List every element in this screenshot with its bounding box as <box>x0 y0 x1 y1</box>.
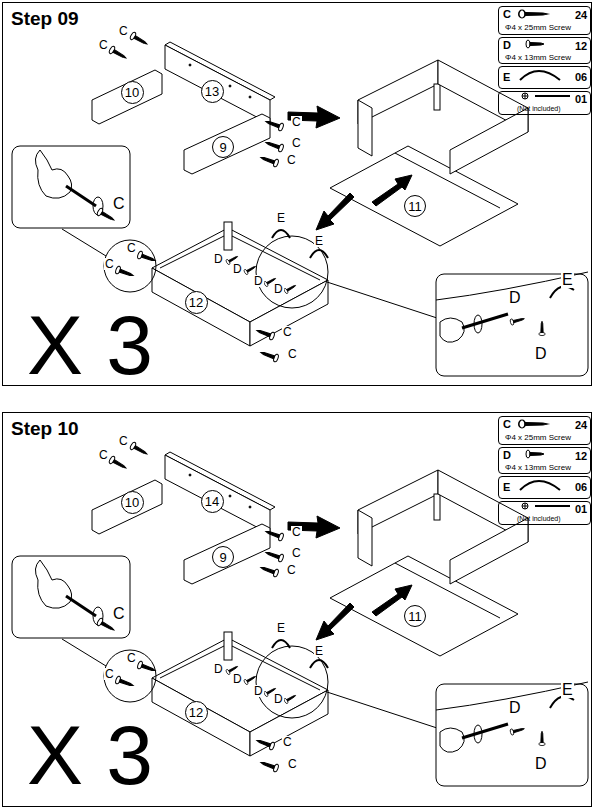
legend-text: E <box>503 482 510 493</box>
callout-number: 12 <box>189 296 203 309</box>
parts-legend-box: E 06 <box>498 66 591 89</box>
part-letter: C <box>287 348 298 360</box>
callout-number: 10 <box>125 496 139 509</box>
part-letter: D <box>213 253 224 265</box>
legend-text: 01 <box>575 94 587 105</box>
part-letter: C <box>291 137 302 149</box>
part-letter: D <box>508 290 522 306</box>
part-callout: 12 <box>185 291 208 314</box>
part-letter: E <box>314 645 324 657</box>
parts-legend-box: (Not included) 01 <box>498 501 591 525</box>
part-letter: E <box>314 235 324 247</box>
part-letter: C <box>291 547 302 559</box>
part-callout: 9 <box>212 546 234 568</box>
parts-legend-box: C Φ4 x 25mm Screw 24 <box>498 416 591 445</box>
part-callout: 12 <box>185 701 208 724</box>
callout-number: 10 <box>125 86 139 99</box>
legend-text: (Not included) <box>517 105 561 112</box>
legend-text: 06 <box>575 482 587 493</box>
callout-number: 14 <box>205 495 219 508</box>
part-letter: D <box>273 283 284 295</box>
part-callout: 10 <box>121 491 144 514</box>
step-title: Step 10 <box>11 419 79 438</box>
legend-text: Φ4 x 25mm Screw <box>505 24 571 32</box>
legend-text: Φ4 x 13mm Screw <box>505 464 571 472</box>
callout-number: 12 <box>189 706 203 719</box>
legend-text: Φ4 x 13mm Screw <box>505 54 571 62</box>
part-letter: E <box>561 272 574 288</box>
part-letter: D <box>232 673 243 685</box>
part-letter: D <box>534 346 548 362</box>
part-letter: D <box>534 756 548 772</box>
legend-text: 24 <box>575 420 587 431</box>
legend-text: D <box>503 40 511 51</box>
legend-text: 12 <box>575 451 587 462</box>
part-letter: C <box>118 25 129 37</box>
part-letter: D <box>273 693 284 705</box>
part-letter: C <box>98 39 109 51</box>
callout-number: 9 <box>219 141 226 154</box>
legend-text: Φ4 x 25mm Screw <box>505 434 571 442</box>
legend-text: C <box>503 419 511 430</box>
part-letter: D <box>213 663 224 675</box>
quantity-note: X 3 <box>26 713 154 797</box>
part-letter: E <box>561 682 574 698</box>
part-letter: D <box>253 685 264 697</box>
parts-legend-box: E 06 <box>498 476 591 499</box>
callout-number: 11 <box>408 200 422 213</box>
part-callout: 11 <box>404 605 426 627</box>
part-callout: 9 <box>212 136 234 158</box>
part-letter: C <box>126 242 137 254</box>
part-letter: C <box>98 449 109 461</box>
part-letter: C <box>112 196 126 212</box>
part-letter: C <box>286 154 297 166</box>
quantity-note: X 3 <box>26 303 154 387</box>
legend-text: C <box>503 9 511 20</box>
part-letter: C <box>126 652 137 664</box>
part-letter: D <box>232 263 243 275</box>
part-letter: C <box>282 736 293 748</box>
part-callout: 14 <box>201 490 224 513</box>
part-letter: D <box>508 700 522 716</box>
parts-legend-box: D Φ4 x 13mm Screw 12 <box>498 37 591 64</box>
part-letter: E <box>276 212 286 224</box>
part-letter: E <box>276 622 286 634</box>
part-callout: 10 <box>121 81 144 104</box>
part-callout: 11 <box>404 195 426 217</box>
part-letter: C <box>286 564 297 576</box>
legend-text: D <box>503 450 511 461</box>
parts-legend-box: D Φ4 x 13mm Screw 12 <box>498 447 591 474</box>
legend-text: 12 <box>575 41 587 52</box>
legend-text: 24 <box>575 10 587 21</box>
parts-legend-box: (Not included) 01 <box>498 91 591 115</box>
callout-number: 11 <box>408 610 422 623</box>
part-letter: C <box>118 435 129 447</box>
part-letter: C <box>282 326 293 338</box>
part-letter: C <box>291 526 302 538</box>
legend-text: 06 <box>575 72 587 83</box>
legend-text: 01 <box>575 504 587 515</box>
part-letter: C <box>291 116 302 128</box>
step-title: Step 09 <box>11 9 79 28</box>
part-letter: C <box>112 606 126 622</box>
callout-number: 13 <box>205 85 219 98</box>
parts-legend-box: C Φ4 x 25mm Screw 24 <box>498 6 591 35</box>
legend-text: E <box>503 72 510 83</box>
callout-number: 9 <box>219 551 226 564</box>
part-letter: C <box>104 668 115 680</box>
part-callout: 13 <box>201 80 224 103</box>
legend-text: (Not included) <box>517 515 561 522</box>
part-letter: C <box>104 258 115 270</box>
part-letter: D <box>253 275 264 287</box>
part-letter: C <box>287 758 298 770</box>
